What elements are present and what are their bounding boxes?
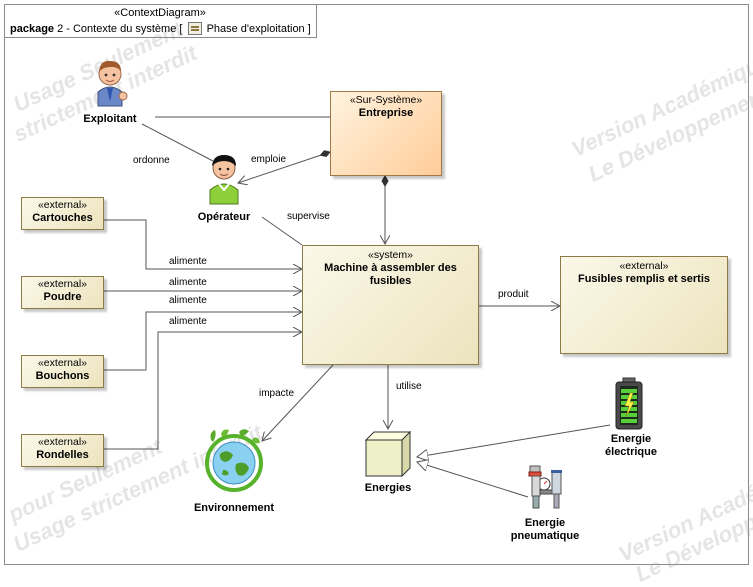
package-keyword: package (10, 23, 55, 35)
earth-icon (205, 429, 263, 492)
label-alimente: alimente (169, 277, 207, 288)
label-supervise: supervise (287, 211, 330, 222)
battery-icon[interactable] (614, 377, 644, 431)
actor-exploitant[interactable]: Exploitant (70, 56, 150, 125)
block-cartouches-stereotype: «external» (37, 199, 88, 211)
block-fusibles[interactable]: «external» Fusibles remplis et sertis (560, 256, 728, 354)
label-alimente: alimente (169, 256, 207, 267)
node-environnement-label: Environnement (193, 502, 275, 514)
label-ordonne: ordonne (133, 155, 170, 166)
alimente-rondelles-link (104, 332, 302, 450)
node-energie-electrique-label: Energie électrique (605, 433, 657, 458)
block-poudre-stereotype: «external» (37, 278, 88, 290)
block-bouchons[interactable]: «external» Bouchons (21, 355, 104, 388)
pneumatic-regulator-icon[interactable] (527, 462, 565, 512)
label-alimente: alimente (169, 295, 207, 306)
block-bouchons-name: Bouchons (35, 370, 90, 382)
actor-exploitant-label: Exploitant (83, 113, 137, 125)
block-machine-stereotype: «system» (368, 249, 413, 261)
actor-operateur-label: Opérateur (197, 211, 251, 223)
diagram-stereotype: «ContextDiagram» (114, 7, 206, 19)
block-poudre-name: Poudre (43, 291, 82, 303)
ordonne-link (141, 123, 214, 162)
block-fusibles-stereotype: «external» (619, 260, 669, 272)
block-entreprise-name: Entreprise (358, 107, 414, 119)
block-machine-name: Machine à assembler des fusibles (324, 262, 457, 287)
block-entreprise-stereotype: «Sur-Système» (349, 94, 423, 106)
alimente-cartouches-link (104, 219, 302, 269)
diagram-icon (187, 22, 202, 35)
label-impacte: impacte (259, 388, 295, 399)
block-poudre[interactable]: «external» Poudre (21, 276, 104, 309)
diagram-title: package 2 - Contexte du système [ Phase … (10, 22, 311, 35)
block-fusibles-name: Fusibles remplis et sertis (577, 273, 711, 285)
block-rondelles[interactable]: «external» Rondelles (21, 434, 104, 467)
block-bouchons-stereotype: «external» (37, 357, 88, 369)
diagram-header: «ContextDiagram» package 2 - Contexte du… (4, 4, 317, 38)
pneumatique-generalization (417, 462, 529, 498)
operator-icon (209, 155, 239, 205)
impacte-link (262, 364, 334, 441)
block-entreprise[interactable]: «Sur-Système» Entreprise (330, 91, 442, 176)
emploie-link (238, 152, 330, 183)
label-produit: produit (498, 289, 529, 300)
businessman-icon (97, 60, 128, 107)
phase-name: Phase d'exploitation ] (206, 23, 311, 35)
node-energie-pneumatique-label: Energie pneumatique (510, 517, 580, 542)
label-utilise: utilise (396, 381, 422, 392)
energies-cube-icon[interactable] (360, 428, 416, 484)
electrique-generalization (417, 424, 611, 457)
alimente-bouchons-link (104, 312, 302, 371)
block-machine[interactable]: «system» Machine à assembler des fusible… (302, 245, 479, 365)
label-emploie: emploie (251, 154, 287, 165)
connector-layer (104, 116, 611, 498)
node-energies-label: Energies (364, 482, 412, 494)
block-cartouches-name: Cartouches (32, 212, 93, 224)
diagram-frame (4, 4, 749, 565)
block-rondelles-name: Rondelles (36, 449, 89, 461)
label-alimente: alimente (169, 316, 207, 327)
block-cartouches[interactable]: «external» Cartouches (21, 197, 104, 230)
supervise-link (261, 216, 303, 246)
actor-operateur[interactable]: Opérateur (184, 152, 264, 223)
diagram-name: 2 - Contexte du système [ (57, 23, 183, 35)
block-rondelles-stereotype: «external» (37, 436, 88, 448)
